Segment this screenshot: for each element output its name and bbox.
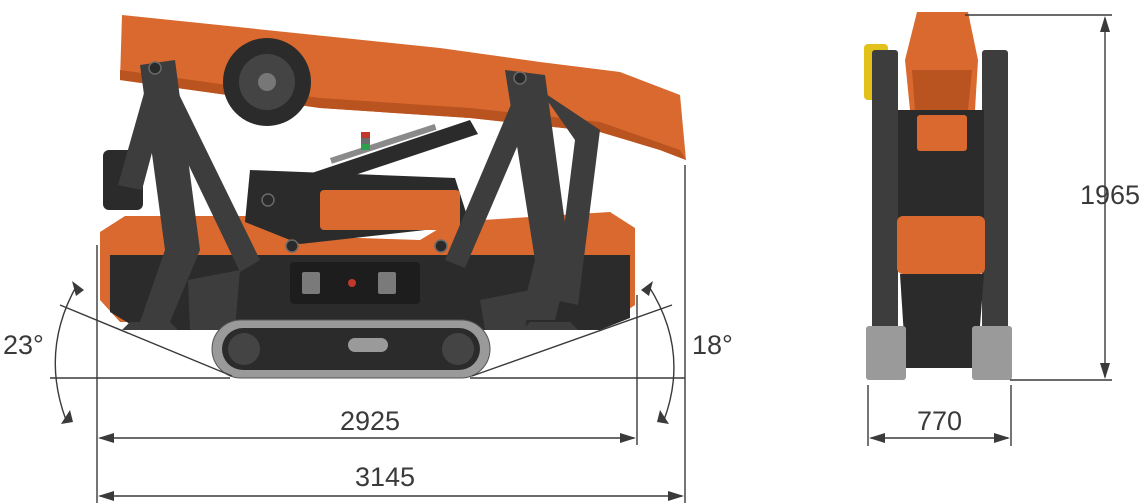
- tilt-left-label: 23°: [3, 330, 44, 360]
- front-track-right: [972, 326, 1012, 380]
- pin: [285, 239, 299, 253]
- dim-arrow: [668, 491, 684, 501]
- dim-arrow: [869, 433, 885, 443]
- crane-side-view: [100, 15, 686, 379]
- tilt-arc-arrow: [641, 281, 653, 296]
- pin: [513, 71, 527, 85]
- pin: [434, 239, 448, 253]
- dim-arrow: [98, 491, 114, 501]
- boom-cylinder: [255, 120, 478, 206]
- beacon-red: [361, 132, 370, 138]
- front-boom-shade: [912, 70, 972, 110]
- front-track-left: [866, 326, 906, 380]
- front-leg-right: [982, 50, 1008, 330]
- beacon-grey: [361, 138, 370, 144]
- front-axle: [906, 342, 972, 368]
- emergency-stop: [348, 279, 356, 287]
- height-label: 1965: [1080, 180, 1140, 210]
- panel-detail: [302, 272, 320, 294]
- track-idler-left: [228, 333, 260, 365]
- dim-arrow: [1100, 16, 1110, 32]
- tilt-line-left: [59, 304, 233, 377]
- side-view-dimensions: 23° 18° 2925 3145: [3, 165, 733, 503]
- boom-cylinder-rod: [330, 124, 437, 164]
- overall-length-label: 3145: [355, 462, 415, 492]
- dim-arrow: [620, 433, 636, 443]
- tilt-line-right: [471, 304, 673, 377]
- front-leg-left: [872, 50, 898, 330]
- outrigger-right-lower: [480, 290, 530, 330]
- crane-front-view: [864, 12, 1012, 380]
- width-label: 770: [917, 406, 962, 436]
- dim-arrow: [994, 433, 1010, 443]
- pin: [261, 193, 275, 207]
- track-sprocket-right: [442, 333, 474, 365]
- tilt-arc-left: [54, 284, 78, 421]
- footpad-right: [522, 322, 578, 330]
- outrigger-right-strut: [445, 95, 535, 268]
- beacon-green: [361, 144, 370, 150]
- front-lower-hood: [897, 216, 985, 274]
- track-center-plate: [348, 338, 388, 352]
- outrigger-right-upper-arm: [540, 90, 600, 305]
- dim-arrow: [1100, 363, 1110, 379]
- outrigger-left-inner: [188, 270, 240, 330]
- turret-orange-plate: [320, 190, 460, 230]
- pin: [148, 61, 162, 75]
- front-orange-panel: [917, 115, 967, 151]
- tilt-arc-right: [647, 284, 675, 421]
- panel-detail: [378, 272, 396, 294]
- front-lower-body: [900, 274, 984, 352]
- dim-arrow: [98, 433, 114, 443]
- front-view-dimensions: 1965 770: [867, 14, 1140, 446]
- tilt-arc-arrow: [72, 281, 84, 296]
- outrigger-span-label: 2925: [340, 406, 400, 436]
- winch-hub: [258, 73, 276, 91]
- footpad-left: [122, 322, 178, 330]
- outrigger-left-strut: [155, 80, 260, 272]
- tilt-arc-arrow: [657, 410, 669, 424]
- tilt-arc-arrow: [61, 410, 73, 424]
- tilt-right-label: 18°: [692, 330, 733, 360]
